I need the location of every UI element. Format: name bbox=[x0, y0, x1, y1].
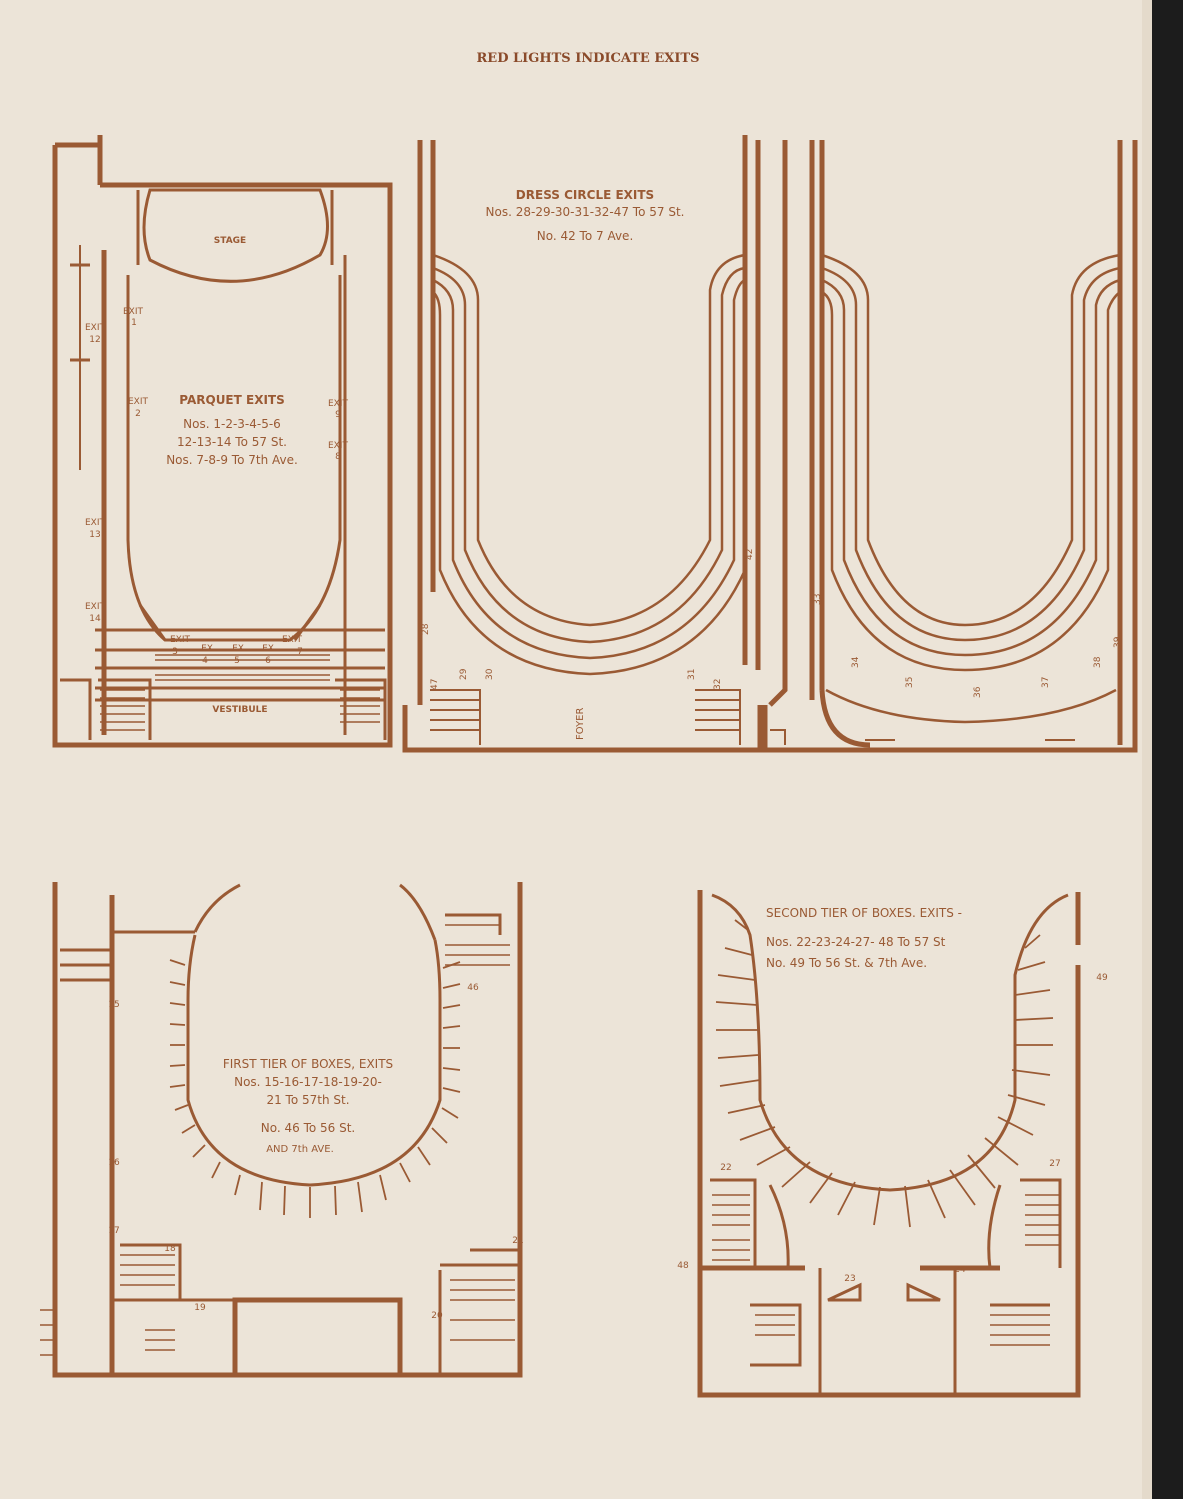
parquet-caption-line-3: 12-13-14 To 57 St. bbox=[177, 435, 287, 449]
exit-number: 3 bbox=[172, 647, 178, 657]
exit-number: 31 bbox=[687, 669, 697, 680]
second-tier-caption-line-3: No. 49 To 56 St. & 7th Ave. bbox=[766, 956, 927, 970]
second-tier-plan: SECOND TIER OF BOXES. EXITS - Nos. 22-23… bbox=[677, 890, 1108, 1398]
exit-number: 15 bbox=[108, 1000, 119, 1010]
dress-circle-caption: DRESS CIRCLE EXITS Nos. 28-29-30-31-32-4… bbox=[486, 188, 685, 243]
exit-number: 6 bbox=[265, 656, 271, 666]
exit-number: 34 bbox=[851, 656, 861, 668]
exit-word: EXIT bbox=[85, 602, 106, 612]
parquet-plan: STAGE VESTIBULE PARQUET EXITS Nos. 1-2-3… bbox=[52, 135, 393, 748]
exit-number: 9 bbox=[335, 410, 341, 420]
exit-number: 14 bbox=[89, 614, 101, 624]
exit-number: 39 bbox=[1113, 636, 1123, 648]
exit-number: 24 bbox=[954, 1265, 966, 1275]
first-tier-caption-line-4: No. 46 To 56 St. bbox=[261, 1121, 356, 1135]
parquet-caption-line-1: PARQUET EXITS bbox=[179, 393, 284, 407]
exit-number: 20 bbox=[431, 1311, 443, 1321]
exit-word: EXIT bbox=[328, 441, 349, 451]
exit-number: 19 bbox=[194, 1303, 206, 1313]
parquet-caption-line-4: Nos. 7-8-9 To 7th Ave. bbox=[166, 453, 298, 467]
exit-number: 49 bbox=[1096, 973, 1108, 983]
second-tier-caption-line-1: SECOND TIER OF BOXES. EXITS - bbox=[766, 906, 962, 920]
first-tier-exit-numbers: 15 16 17 18 19 20 21 46 bbox=[108, 983, 523, 1321]
page-edge bbox=[1142, 0, 1152, 1499]
exit-number: 16 bbox=[108, 1158, 120, 1168]
first-tier-caption: FIRST TIER OF BOXES, EXITS Nos. 15-16-17… bbox=[223, 1057, 393, 1155]
ex-word: EX bbox=[201, 644, 213, 654]
exit-number: 32 bbox=[713, 679, 723, 690]
exit-number: 36 bbox=[973, 686, 983, 698]
ex-word: EX bbox=[232, 644, 244, 654]
exit-number: 22 bbox=[720, 1163, 731, 1173]
exit-number: 13 bbox=[89, 530, 100, 540]
first-tier-plan: FIRST TIER OF BOXES, EXITS Nos. 15-16-17… bbox=[40, 882, 524, 1378]
dress-circle-plan: DRESS CIRCLE EXITS Nos. 28-29-30-31-32-4… bbox=[402, 135, 1138, 753]
exit-word: EXIT bbox=[282, 635, 303, 645]
exit-number: 1 bbox=[131, 318, 137, 328]
second-tier-exit-numbers: 22 23 24 27 48 49 bbox=[677, 973, 1108, 1284]
exit-number: 5 bbox=[234, 656, 240, 666]
exit-word: EXIT bbox=[170, 635, 191, 645]
exit-number: 37 bbox=[1041, 677, 1051, 688]
first-tier-caption-line-3: 21 To 57th St. bbox=[266, 1093, 349, 1107]
dress-circle-exit-numbers: 28 29 30 31 32 33 34 35 36 37 38 39 42 4… bbox=[421, 549, 1123, 698]
exit-number: 42 bbox=[745, 549, 755, 560]
exit-word: EXIT bbox=[85, 518, 106, 528]
parquet-exit-labels: EXIT 1 EXIT 2 EXIT 3 EX 4 EX 5 EX 6 EXIT… bbox=[85, 307, 349, 666]
exit-number: 33 bbox=[813, 594, 823, 605]
dress-circle-caption-line-1: DRESS CIRCLE EXITS bbox=[516, 188, 654, 202]
exit-number: 29 bbox=[459, 668, 469, 680]
exit-number: 38 bbox=[1093, 656, 1103, 668]
exit-number: 12 bbox=[89, 335, 100, 345]
ex-word: EX bbox=[262, 644, 274, 654]
exit-number: 17 bbox=[108, 1226, 119, 1236]
exit-number: 35 bbox=[905, 677, 915, 688]
parquet-caption-line-2: Nos. 1-2-3-4-5-6 bbox=[183, 417, 281, 431]
vestibule-label: VESTIBULE bbox=[212, 705, 267, 715]
exit-word: EXIT bbox=[123, 307, 144, 317]
exit-number: 27 bbox=[1049, 1159, 1060, 1169]
exit-number: 18 bbox=[164, 1244, 176, 1254]
exit-number: 46 bbox=[467, 983, 479, 993]
stage-label: STAGE bbox=[214, 236, 246, 246]
page-header: RED LIGHTS INDICATE EXITS bbox=[477, 51, 700, 66]
exit-number: 30 bbox=[485, 668, 495, 680]
first-tier-caption-line-5: AND 7th AVE. bbox=[266, 1144, 334, 1155]
second-tier-caption: SECOND TIER OF BOXES. EXITS - Nos. 22-23… bbox=[766, 906, 962, 970]
exit-word: EXIT bbox=[85, 323, 106, 333]
first-tier-caption-line-1: FIRST TIER OF BOXES, EXITS bbox=[223, 1057, 393, 1071]
exit-number: 28 bbox=[421, 623, 431, 635]
exit-number: 48 bbox=[677, 1261, 689, 1271]
exit-word: EXIT bbox=[328, 399, 349, 409]
exit-number: 7 bbox=[297, 647, 303, 657]
second-tier-caption-line-2: Nos. 22-23-24-27- 48 To 57 St bbox=[766, 935, 946, 949]
parquet-caption: PARQUET EXITS Nos. 1-2-3-4-5-6 12-13-14 … bbox=[166, 393, 298, 467]
first-tier-caption-line-2: Nos. 15-16-17-18-19-20- bbox=[234, 1075, 382, 1089]
foyer-label: FOYER bbox=[575, 707, 586, 740]
exit-number: 47 bbox=[430, 679, 440, 690]
dress-circle-caption-line-3: No. 42 To 7 Ave. bbox=[537, 229, 634, 243]
exit-number: 21 bbox=[512, 1236, 523, 1246]
dress-circle-caption-line-2: Nos. 28-29-30-31-32-47 To 57 St. bbox=[486, 205, 685, 219]
exit-number: 2 bbox=[135, 409, 141, 419]
exit-number: 8 bbox=[335, 452, 341, 462]
exit-number: 23 bbox=[844, 1274, 855, 1284]
exit-word: EXIT bbox=[128, 397, 149, 407]
exit-number: 4 bbox=[202, 656, 208, 666]
